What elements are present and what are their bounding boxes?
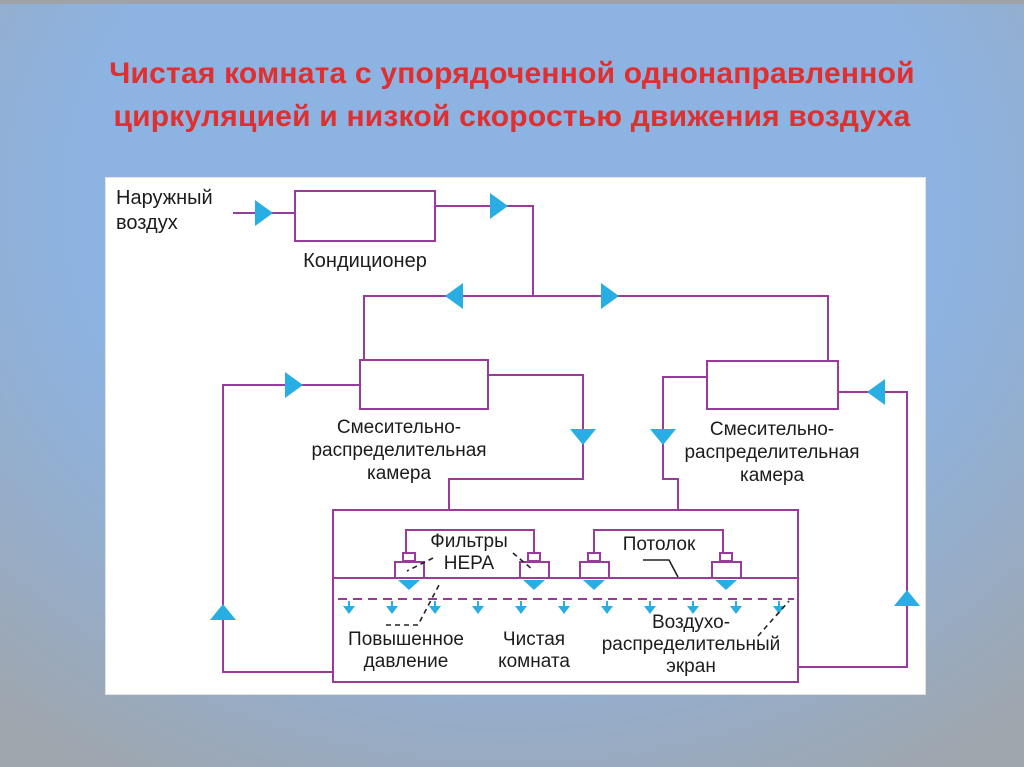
left-plenum-box	[405, 529, 535, 553]
flow-arrow-right-icon	[601, 283, 619, 309]
slide-title: Чистая комната с упорядоченной однонапра…	[0, 52, 1024, 138]
laminar-flow-arrow-icon	[644, 601, 656, 614]
flow-arrow-right-icon	[255, 200, 273, 226]
hepa-filters-label: Фильтры НЕРА	[430, 531, 508, 574]
flow-arrow-down-icon	[570, 429, 596, 445]
hepa-filter-4	[711, 561, 742, 579]
right-supply-jog-line	[662, 478, 679, 480]
flow-arrow-left-icon	[445, 283, 463, 309]
left-chamber-feed-line	[363, 295, 365, 360]
flow-arrow-left-icon	[867, 379, 885, 405]
right-mixing-chamber-label: Смесительно- распределительная камера	[684, 419, 860, 486]
laminar-flow-arrow-icon	[515, 601, 527, 614]
right-plenum-box	[593, 529, 724, 553]
right-chamber-out-line	[663, 376, 706, 378]
filter-outlet-arrow-icon	[523, 580, 545, 590]
right-supply-down-line	[662, 376, 664, 480]
distribution-header-line	[364, 295, 829, 297]
right-return-riser-line	[906, 391, 908, 668]
left-supply-entry-line	[448, 478, 450, 530]
flow-arrow-up-icon	[210, 604, 236, 620]
left-mixing-chamber-label: Смесительно- распределительная камера	[311, 417, 487, 484]
ceiling-line	[332, 577, 799, 579]
conditioner-label: Кондиционер	[303, 250, 427, 272]
filter-outlet-arrow-icon	[398, 580, 420, 590]
filter-outlet-arrow-icon	[715, 580, 737, 590]
diagram-panel: Наружный воздух Кондиционер Смесительно-…	[105, 177, 926, 695]
laminar-flow-arrow-icon	[601, 601, 613, 614]
laminar-flow-arrow-icon	[429, 601, 441, 614]
left-return-bottom-line	[222, 671, 334, 673]
left-return-riser-line	[222, 384, 224, 673]
filter-outlet-arrow-icon	[583, 580, 605, 590]
flow-arrow-down-icon	[650, 429, 676, 445]
laminar-flow-arrow-icon	[558, 601, 570, 614]
laminar-flow-arrow-icon	[472, 601, 484, 614]
air-screen-label: Воздухо- распределительный экран	[601, 612, 781, 677]
laminar-flow-arrow-icon	[687, 601, 699, 614]
hepa-filter-2	[519, 561, 550, 579]
left-supply-down-line	[582, 374, 584, 480]
conditioner-out-line	[436, 205, 534, 207]
clean-room-label: Чистая комната	[498, 629, 570, 672]
right-return-bottom-line	[799, 666, 908, 668]
right-mixing-chamber-box	[706, 360, 839, 410]
outside-air-label: Наружный воздух	[116, 187, 213, 234]
left-chamber-out-line	[489, 374, 584, 376]
ceiling-label: Потолок	[622, 534, 696, 555]
flow-arrow-right-icon	[285, 372, 303, 398]
hepa-filter-1	[394, 561, 425, 579]
laminar-flow-arrow-icon	[386, 601, 398, 614]
conditioner-box	[294, 190, 436, 242]
slide-title-line2: циркуляцией и низкой скоростью движения …	[113, 100, 911, 133]
left-supply-cross-line	[448, 478, 584, 480]
right-chamber-feed-line	[827, 295, 829, 362]
right-supply-entry-line	[677, 478, 679, 530]
overpressure-label: Повышенное давление	[348, 629, 464, 672]
hepa-filter-3	[579, 561, 610, 579]
laminar-flow-arrow-icon	[343, 601, 355, 614]
slide-title-line1: Чистая комната с упорядоченной однонапра…	[109, 57, 915, 90]
flow-arrow-right-icon	[490, 193, 508, 219]
left-mixing-chamber-box	[359, 359, 489, 410]
flow-arrow-up-icon	[894, 590, 920, 606]
laminar-flow-arrow-icon	[730, 601, 742, 614]
supply-drop-line	[532, 205, 534, 297]
air-screen-dashed-line	[338, 598, 794, 600]
